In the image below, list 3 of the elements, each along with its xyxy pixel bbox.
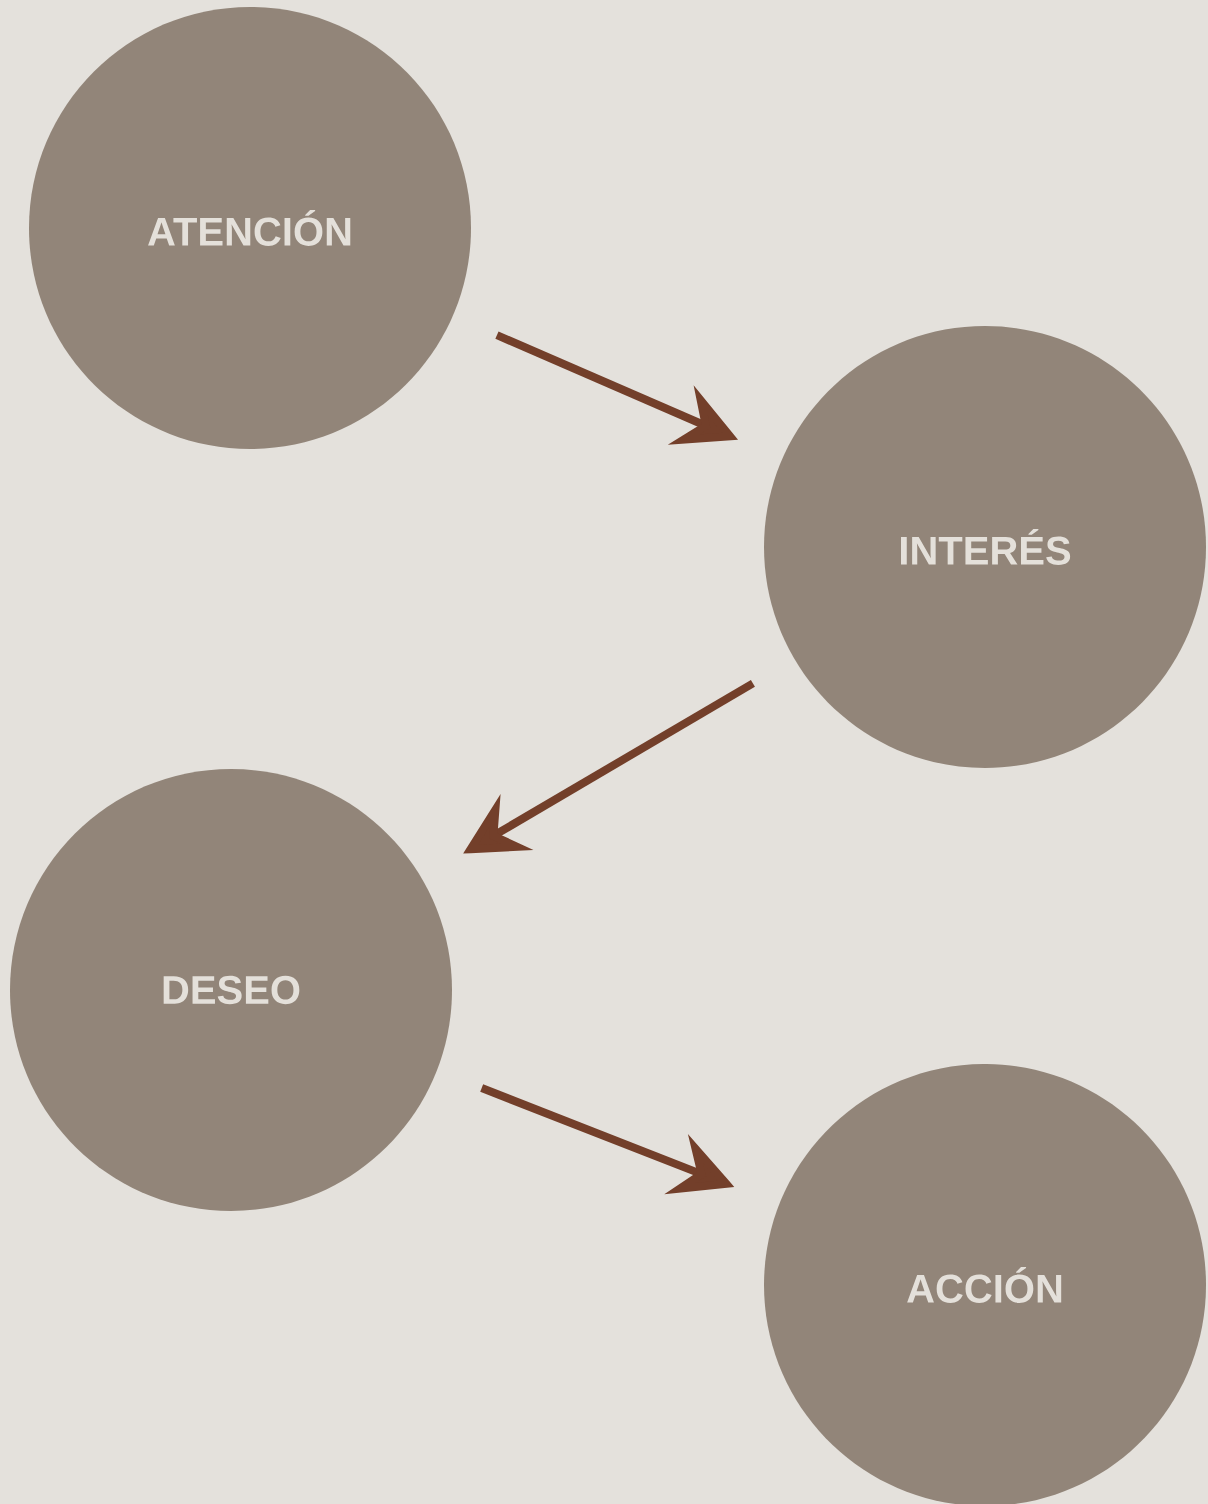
circle-node: DESEO [10,769,452,1211]
circle-node: ATENCIÓN [29,7,471,449]
circle-node: INTERÉS [764,326,1206,768]
